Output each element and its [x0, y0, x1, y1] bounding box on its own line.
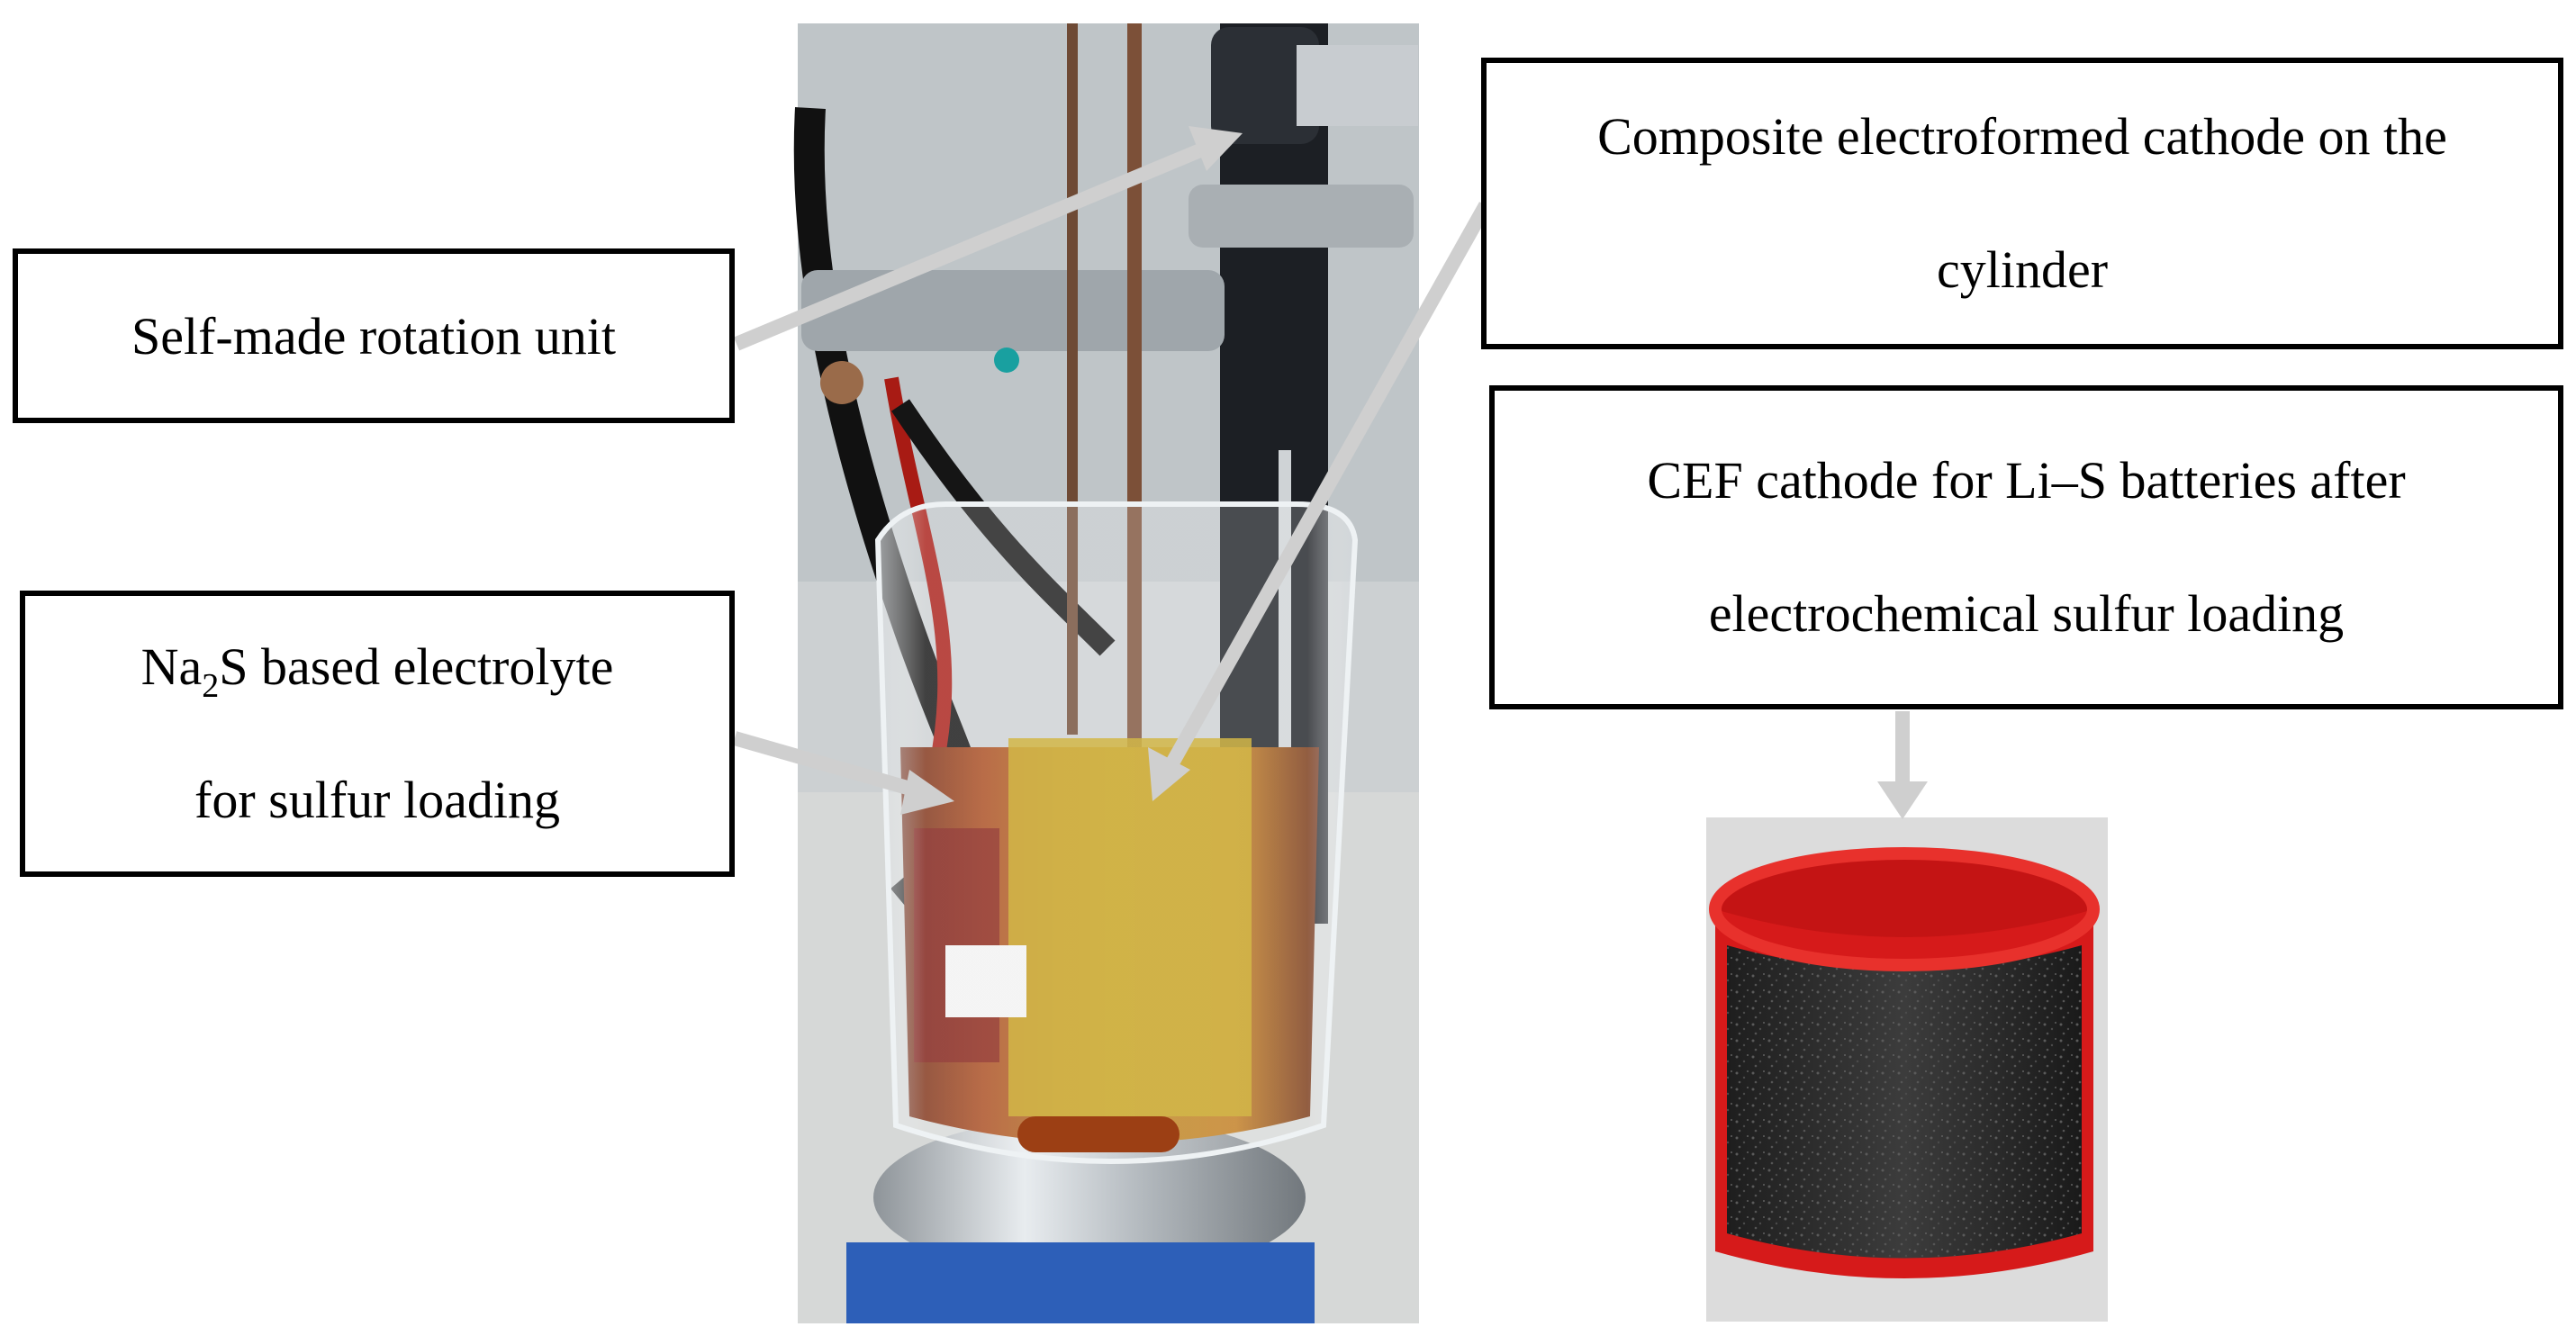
- beaker-glass: [874, 501, 1359, 1164]
- cef-cathode-texture: [1727, 945, 2082, 1259]
- composite-label-line1: Composite electroformed cathode on the: [1597, 107, 2447, 166]
- electrolyte-label-line2: for sulfur loading: [194, 771, 560, 829]
- green-marker: [994, 348, 1019, 373]
- electrolyte-rest: S based electrolyte: [219, 637, 614, 696]
- cef-cathode-label-box: CEF cathode for Li–S batteries after ele…: [1489, 385, 2563, 709]
- clamp-screw: [820, 361, 863, 404]
- cef-label-line1: CEF cathode for Li–S batteries after: [1647, 451, 2406, 510]
- clamp-bar: [801, 270, 1225, 351]
- arrow-rotation-head: [1189, 126, 1243, 171]
- arrow-cef-head: [1877, 781, 1928, 819]
- arrow-electrolyte: [732, 731, 926, 799]
- electrolyte-subscript: 2: [202, 667, 220, 705]
- stir-bar: [1017, 1116, 1180, 1152]
- cathode-photo: [1706, 817, 2108, 1322]
- belt-upper: [1297, 45, 1418, 126]
- electrolyte-label-box: Na2S based electrolyte for sulfur loadin…: [20, 591, 735, 877]
- composite-label-line2: cylinder: [1936, 240, 2109, 299]
- electrolyte-na: Na: [140, 637, 203, 696]
- arrow-composite-head: [1148, 747, 1190, 801]
- annotation-arrows: [732, 126, 1928, 819]
- electrolyte-label-line1: Na2S based electrolyte: [141, 600, 614, 734]
- rotation-unit-label-box: Self-made rotation unit: [13, 248, 735, 423]
- stirrer-plate: [846, 1242, 1315, 1323]
- arrow-composite: [1160, 202, 1492, 778]
- arrow-electrolyte-head: [900, 770, 954, 815]
- composite-cathode-label-box: Composite electroformed cathode on the c…: [1481, 58, 2563, 349]
- setup-photo: [793, 23, 1419, 1323]
- cylinder-rim: [1709, 847, 2100, 971]
- rotation-unit-label: Self-made rotation unit: [131, 306, 616, 366]
- arrow-rotation: [733, 139, 1215, 351]
- cef-label-line2: electrochemical sulfur loading: [1708, 584, 2345, 643]
- upper-clamp: [1189, 185, 1414, 248]
- stand-pulley: [1211, 27, 1319, 144]
